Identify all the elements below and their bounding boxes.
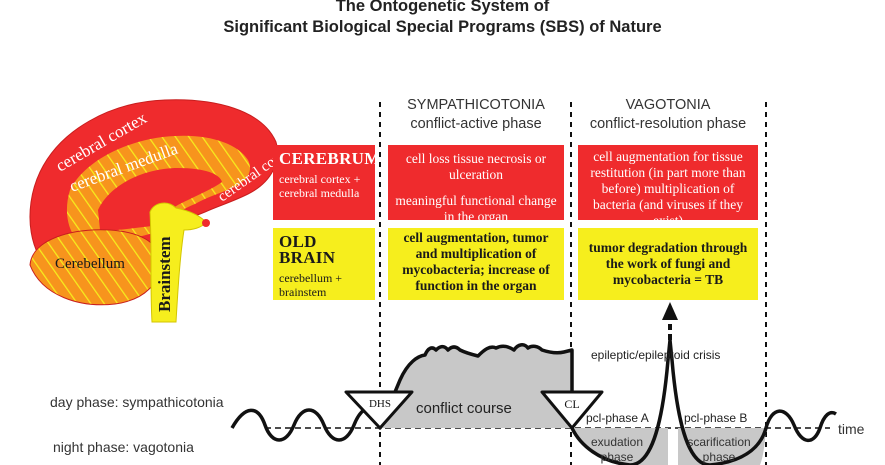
crisis-arrow-head	[662, 302, 678, 320]
vegetative-rhythm-line	[230, 338, 837, 465]
phase-header-vagotonia: VAGOTONIA conflict-resolution phase	[572, 96, 764, 134]
cerebrum-resolution-box: cell augmentation for tissue restitution…	[578, 145, 758, 228]
time-label: time	[838, 421, 865, 437]
title-line-2: Significant Biological Special Programs …	[223, 18, 662, 36]
label-brainstem: Brainstem	[155, 236, 174, 312]
exudation-label-1: exudation	[591, 435, 643, 449]
phase-header-sympathicotonia: SYMPATHICOTONIA conflict-active phase	[380, 96, 572, 134]
brainstem-shape	[149, 202, 207, 323]
old-brain-resolution-text: tumor degradation through the work of fu…	[588, 240, 748, 287]
phase-subtitle-sympathicotonia: conflict-active phase	[410, 116, 542, 132]
exudation-label-2: phase	[601, 450, 634, 464]
pcl-phase-b-label: pcl-phase B	[684, 411, 747, 425]
crisis-label: epileptic/epileptoid crisis	[591, 348, 720, 362]
cerebrum-resolution-text: cell augmentation for tissue restitution…	[590, 149, 746, 228]
cerebrum-active-text-1: cell loss tissue necrosis or ulceration	[405, 151, 547, 182]
cerebrum-active-box: cell loss tissue necrosis or ulceration …	[388, 145, 564, 224]
scarification-label-2: phase	[703, 450, 736, 464]
old-brain-active-box: cell augmentation, tumor and multiplicat…	[388, 228, 564, 300]
label-cerebellum: Cerebellum	[55, 256, 125, 272]
old-brain-label: OLD BRAIN	[279, 232, 336, 267]
conflict-course-area	[380, 344, 572, 428]
old-brain-resolution-box: tumor degradation through the work of fu…	[578, 228, 758, 300]
phase-subtitle-vagotonia: conflict-resolution phase	[589, 116, 747, 132]
cerebrum-label: CEREBRUM	[279, 149, 381, 168]
scarification-label-1: scarification	[687, 435, 750, 449]
cl-marker	[540, 390, 604, 430]
old-brain-active-text: cell augmentation, tumor and multiplicat…	[402, 230, 550, 293]
conflict-course-label: conflict course	[416, 400, 512, 417]
title-line-1: The Ontogenetic System of	[335, 0, 550, 15]
cerebrum-active-text-2: meaningful functional change in the orga…	[395, 193, 557, 224]
cerebrum-sublabel: cerebral cortex + cerebral medulla	[279, 172, 361, 200]
phase-title-sympathicotonia: SYMPATHICOTONIA	[407, 97, 545, 113]
cl-label: CL	[564, 397, 579, 411]
dhs-label: DHS	[369, 398, 391, 410]
brain-illustration: cerebral cortex cerebral medulla cerebra…	[29, 91, 280, 323]
row-label-old-brain: OLD BRAIN cerebellum + brainstem	[273, 228, 375, 300]
phase-title-vagotonia: VAGOTONIA	[625, 97, 711, 113]
pcl-phase-a-label: pcl-phase A	[586, 411, 649, 425]
old-brain-sublabel: cerebellum + brainstem	[279, 271, 343, 299]
dhs-marker	[344, 390, 414, 430]
row-label-cerebrum: CEREBRUM cerebral cortex + cerebral medu…	[273, 145, 381, 220]
day-phase-label: day phase: sympathicotonia	[50, 394, 224, 410]
night-phase-label: night phase: vagotonia	[53, 439, 194, 455]
